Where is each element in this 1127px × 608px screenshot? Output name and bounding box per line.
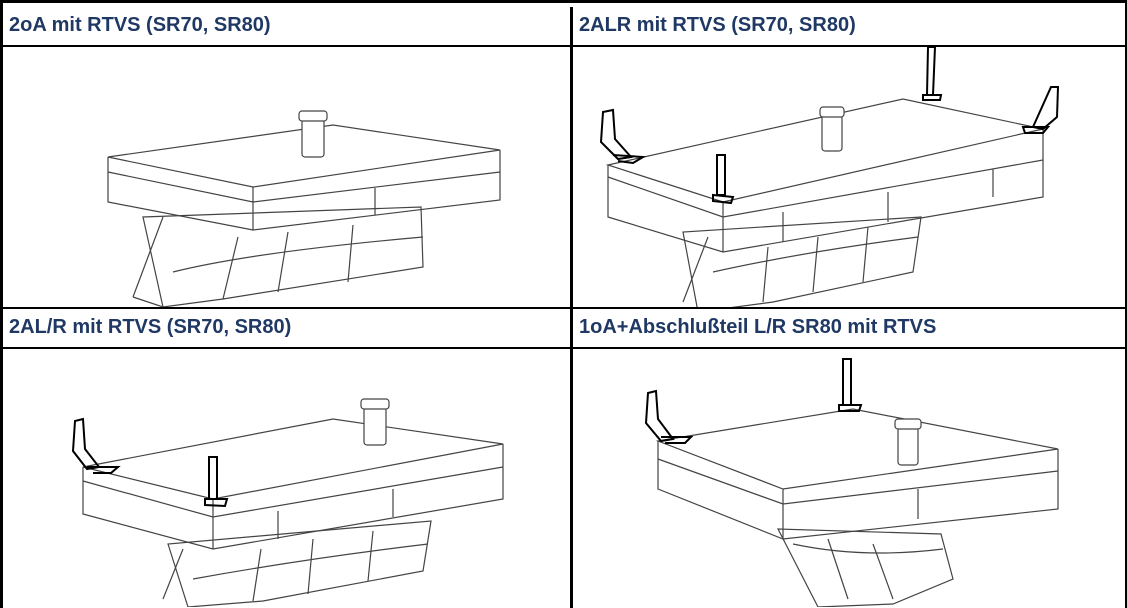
panel-drawing-2alr-single (3, 349, 570, 608)
panel-title-2oa: 2oA mit RTVS (SR70, SR80) (3, 7, 570, 47)
table-2al-r-drawing (71, 398, 504, 607)
panel-title-2alr: 2ALR mit RTVS (SR70, SR80) (570, 7, 1125, 47)
panel-drawing-2oa (3, 47, 570, 309)
table-2alr-drawing (599, 47, 1060, 307)
panel-title-1oa-abschlussteil: 1oA+Abschlußteil L/R SR80 mit RTVS (570, 309, 1125, 349)
table-1oa-drawing (644, 358, 1059, 607)
panel-drawing-2alr (570, 47, 1125, 309)
panel-title-2alr-single: 2AL/R mit RTVS (SR70, SR80) (3, 309, 570, 349)
panel-drawing-1oa-abschlussteil (570, 349, 1125, 608)
table-2oa-drawing (107, 110, 501, 307)
